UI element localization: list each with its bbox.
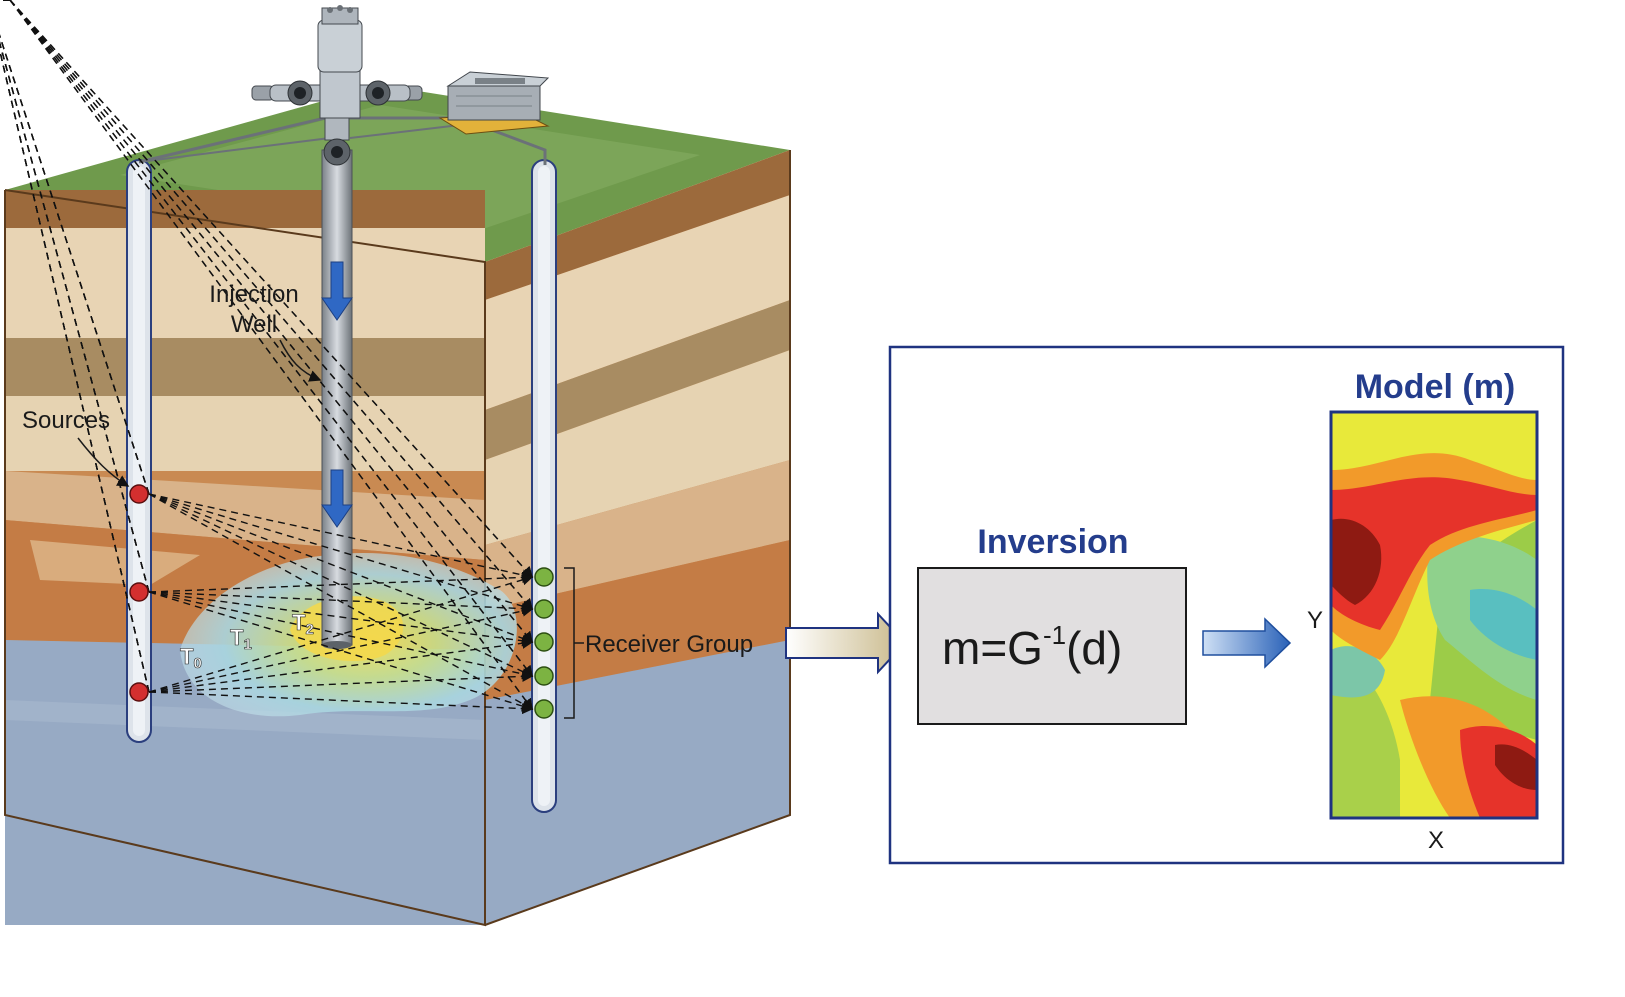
ray-path-32 (148, 591, 534, 647)
injection-well-pointer (279, 339, 322, 382)
source-2 (129, 582, 149, 602)
receiver-bracket (564, 567, 584, 719)
injection-well-label-1: Injection (209, 281, 298, 308)
ray-path-39 (148, 574, 534, 693)
surface-cable-2 (138, 124, 461, 163)
right-arrow-icon (785, 611, 907, 675)
receiver-2 (534, 599, 554, 619)
source-3 (129, 682, 149, 702)
source-well (126, 159, 152, 743)
down-arrow-icon (321, 261, 353, 321)
ray-path-22 (148, 493, 534, 612)
ray-path-42 (148, 670, 534, 693)
receiver-5 (534, 699, 554, 719)
inversion-formula: m=G-1(d) (942, 620, 1122, 674)
right-arrow-icon (1202, 617, 1292, 669)
model-heatmap (1329, 410, 1539, 820)
t1-label: T1 (230, 625, 252, 653)
ray-path-24 (148, 493, 534, 677)
receiver-1 (534, 567, 554, 587)
ray-path-31 (148, 591, 534, 615)
receiver-3 (534, 632, 554, 652)
receiver-group-label: Receiver Group (585, 631, 753, 658)
down-arrow-icon (321, 469, 353, 528)
inversion-title: Inversion (977, 523, 1128, 561)
ground-block (4, 85, 791, 927)
ray-path-36 (0, 41, 150, 593)
ray-path-33 (148, 591, 534, 680)
source-1 (129, 484, 149, 504)
ray-path-23 (148, 493, 534, 644)
ray-path-14 (9, 0, 533, 644)
formula-box (917, 567, 1187, 725)
ray-path-15 (9, 0, 533, 678)
ray-path-25 (148, 493, 534, 710)
model-x-axis-label: X (1428, 827, 1444, 854)
ray-path-12 (9, 0, 533, 579)
source-markers (129, 484, 149, 702)
ray-path-16 (9, 0, 533, 711)
sources-pointer (77, 437, 130, 487)
ray-path-43 (148, 691, 534, 715)
monitoring-unit-icon (438, 71, 550, 135)
ray-path-34 (148, 591, 534, 712)
t0-label: T0 (180, 644, 202, 672)
model-y-axis-label: Y (1307, 607, 1323, 634)
injection-well-label-2: Well (231, 311, 277, 338)
model-title: Model (m) (1355, 368, 1516, 406)
ray-paths (0, 0, 534, 715)
ray-path-41 (148, 637, 534, 693)
sources-label: Sources (22, 407, 110, 434)
receiver-4 (534, 666, 554, 686)
ray-path-40 (148, 605, 534, 693)
ray-path-21 (148, 493, 534, 581)
injection-well-pipe (321, 149, 353, 646)
receiver-markers (534, 567, 554, 719)
ray-path-30 (148, 571, 534, 593)
ray-path-27 (0, 34, 150, 495)
wellhead-icon (251, 5, 423, 166)
t2-label: T2 (292, 610, 314, 638)
ray-path-13 (9, 0, 533, 611)
ray-path-45 (0, 48, 150, 693)
side-strata (485, 150, 790, 925)
